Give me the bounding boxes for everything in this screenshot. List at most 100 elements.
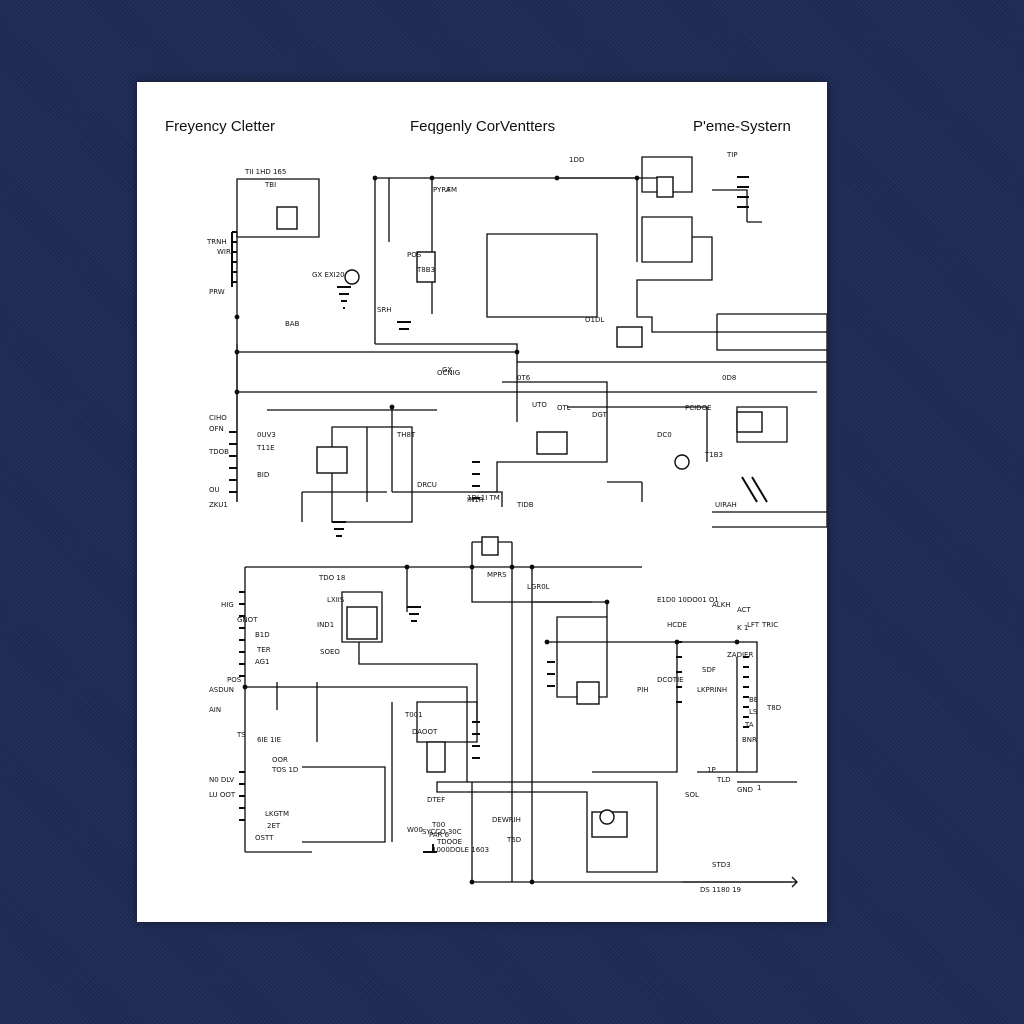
component-label: OTL: [557, 404, 571, 412]
component-label: N0 DLV: [209, 776, 234, 784]
circuit-schematic: TII 1HD 1651DDTIPTBIPOST8B3TRNHWIRPRWBAB…: [206, 151, 827, 894]
component-label: T001: [404, 711, 423, 719]
component-label: HIG: [221, 601, 234, 609]
component-label: LKPRINH: [697, 686, 727, 694]
component-label: TH8T: [396, 431, 416, 439]
component-label: TIDB: [516, 501, 534, 509]
component-label: TA: [744, 721, 754, 729]
component-label: TDOOE: [436, 838, 462, 846]
component-label: T8B3: [416, 266, 435, 274]
component-label: DRCU: [417, 481, 437, 489]
component-label: MPRS: [487, 571, 507, 579]
schematic-sheet: Freyency Cletter Feqgenly CorVentters P'…: [137, 82, 827, 922]
component-label: OU: [209, 486, 220, 494]
component-label: UIRAH: [715, 501, 737, 509]
component-label: 2ET: [267, 822, 281, 830]
component-label: B1D: [255, 631, 270, 639]
component-label: BAB: [285, 320, 300, 328]
component-label: K 1: [737, 624, 748, 632]
component-label: TDO 18: [318, 574, 345, 582]
component-label: ASDUN: [209, 686, 234, 694]
component-label: SOEO: [320, 648, 340, 656]
component-label: T8D: [766, 704, 781, 712]
component-label: LGR0L: [527, 583, 550, 591]
center-title: Feqgenly CorVentters: [410, 118, 556, 135]
component-label: 0UV3: [257, 431, 276, 439]
component-label: 1000DOLE 1603: [432, 846, 489, 854]
component-label: TS: [236, 731, 246, 739]
component-label: POS: [407, 251, 422, 259]
component-label: PIH: [637, 686, 649, 694]
component-label: AG1: [255, 658, 270, 666]
component-label: LS: [749, 708, 758, 716]
component-label: GNOT: [237, 616, 258, 624]
component-label: PCIDOE: [685, 404, 712, 412]
component-label: ACT: [737, 606, 752, 614]
component-label: TIP: [726, 151, 738, 159]
component-label: LFT: [747, 621, 760, 629]
component-label: DS 1180 19: [700, 886, 741, 894]
component-labels: TII 1HD 1651DDTIPTBIPOST8B3TRNHWIRPRWBAB…: [206, 151, 781, 894]
component-label: TER: [256, 646, 271, 654]
component-label: BID: [257, 471, 269, 479]
component-label: TRIC: [761, 621, 778, 629]
component-label: W00: [407, 826, 423, 834]
component-label: DC0: [657, 431, 672, 439]
component-label: HCDE: [667, 621, 687, 629]
component-label: LU OOT: [209, 791, 236, 799]
component-label: ALKH: [712, 601, 731, 609]
component-label: T1B3: [704, 451, 723, 459]
component-label: GX EXI20: [312, 271, 345, 279]
component-label: TRNH: [206, 238, 227, 246]
components: [276, 176, 763, 838]
component-label: ZKU1: [209, 501, 228, 509]
component-label: UTO: [532, 401, 547, 409]
component-label: LXIIS: [327, 596, 345, 604]
component-label: BNR: [742, 736, 757, 744]
component-label: SDF: [702, 666, 716, 674]
component-label: SRH: [377, 306, 392, 314]
component-label: TII 1HD 165: [244, 168, 286, 176]
component-label: PAR 6: [429, 831, 450, 839]
component-label: 1DD: [569, 156, 584, 164]
component-label: O1DL: [585, 316, 604, 324]
component-label: 0T6: [517, 374, 531, 382]
component-label: BE: [749, 696, 758, 704]
component-label: OCNIG: [437, 369, 460, 377]
component-label: ZADIER: [727, 651, 753, 659]
component-label: AIN: [209, 706, 221, 714]
component-label: 1: [757, 784, 761, 792]
component-label: STD3: [712, 861, 731, 869]
component-label: FM: [447, 186, 457, 194]
component-label: SYCCO 30C: [422, 828, 462, 836]
component-label: GX: [442, 366, 452, 374]
component-label: TLD: [716, 776, 731, 784]
component-label: DEWRIH: [492, 816, 521, 824]
component-label: T00: [431, 821, 445, 829]
component-label: LKGTM: [265, 810, 289, 818]
component-label: 1DL1I TM: [467, 494, 500, 502]
component-label: WIR: [217, 248, 231, 256]
component-label: CIHO: [209, 414, 227, 422]
component-label: 1P: [707, 766, 716, 774]
component-label: PYRA: [433, 186, 451, 194]
right-title: P'eme-Systern: [693, 118, 791, 135]
component-label: IND1: [317, 621, 334, 629]
component-label: SOL: [685, 791, 699, 799]
component-label: TDOB: [208, 448, 229, 456]
component-label: OFN: [209, 425, 224, 433]
component-label: IN1R: [467, 496, 484, 504]
component-label: OSTT: [255, 834, 274, 842]
component-label: DCOTIE: [657, 676, 684, 684]
component-label: OOR: [272, 756, 288, 764]
component-label: DGT: [592, 411, 608, 419]
component-label: GND: [737, 786, 753, 794]
component-stacks: [229, 176, 768, 853]
wire-network: [236, 156, 827, 888]
component-label: T11E: [256, 444, 275, 452]
component-label: POS: [227, 676, 242, 684]
junctions: [234, 175, 740, 885]
component-label: PRW: [209, 288, 225, 296]
component-label: TOS 1D: [271, 766, 298, 774]
component-label: 0D8: [722, 374, 736, 382]
